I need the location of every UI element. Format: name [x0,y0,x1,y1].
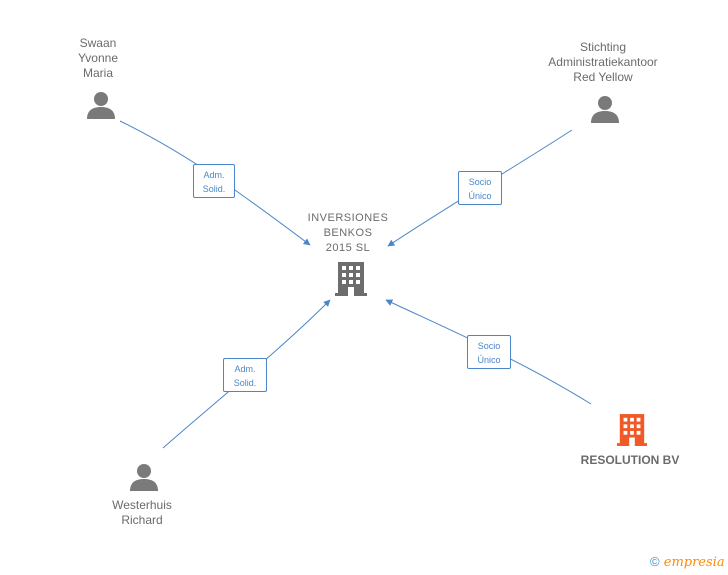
copyright-icon: © [650,554,660,569]
label-line: RESOLUTION BV [580,453,680,467]
badge-line: Único [477,355,501,365]
label-line: Maria [82,66,113,80]
person-icon [591,96,619,123]
building-icon [335,262,367,296]
person-label-stichting[interactable]: Stichting Administratiekantoor Red Yello… [533,40,673,85]
person-label-swaan[interactable]: Swaan Yvonne Maria [58,36,138,81]
label-line: Westerhuis [112,498,172,512]
label-line: Red Yellow [573,70,633,84]
label-line: BENKOS [323,227,373,239]
label-line: Richard [121,513,163,527]
label-line: Swaan [79,36,117,50]
brand-watermark: © empresia [650,554,725,570]
badge-line: Socio [477,341,501,351]
center-company-label[interactable]: INVERSIONES BENKOS 2015 SL [300,211,396,256]
label-line: Stichting [579,40,627,54]
label-line: Administratiekantoor [548,55,658,69]
badge-line: Único [468,191,492,201]
badge-line: Socio [468,177,492,187]
badge-line: Solid. [202,184,226,194]
badge-line: Adm. [234,364,256,374]
person-label-westerhuis[interactable]: Westerhuis Richard [100,498,184,528]
label-line: INVERSIONES [307,212,389,224]
relation-badge: Adm. Solid. [223,358,267,392]
relation-badge: Socio Único [467,335,511,369]
badge-line: Adm. [203,170,225,180]
label-line: 2015 SL [325,242,371,254]
person-icon [87,92,115,119]
brand-name: mpresia [671,555,725,570]
relation-badge: Adm. Solid. [193,164,235,198]
relation-badge: Socio Único [458,171,502,205]
person-icon [130,464,158,491]
building-icon-company [617,414,647,446]
company-label-resolution[interactable]: RESOLUTION BV [570,453,690,468]
brand-initial: e [663,555,672,570]
badge-line: Solid. [233,378,257,388]
label-line: Yvonne [77,51,119,65]
